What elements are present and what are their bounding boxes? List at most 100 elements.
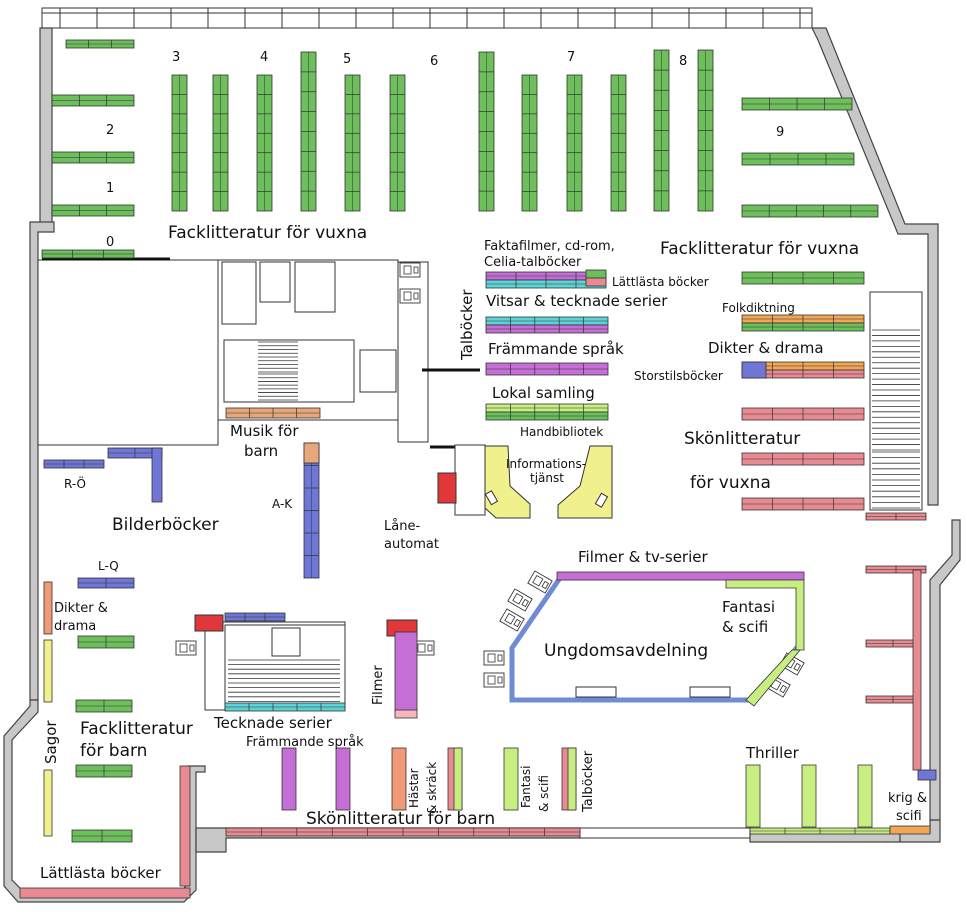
label-tecknade: Tecknade serier (213, 714, 333, 732)
shelf (741, 97, 853, 111)
shelf (745, 764, 761, 828)
label-musik-1: Musik för (230, 422, 299, 440)
computer-icon (175, 640, 197, 656)
shelf (741, 497, 865, 511)
shelf (77, 635, 135, 649)
shelf (741, 314, 865, 324)
shelf (19, 887, 191, 899)
shelf (485, 362, 609, 376)
label-lokal-samling: Lokal samling (492, 384, 595, 402)
shelf (865, 695, 921, 704)
label-fantasi-2: & scifi (722, 618, 768, 636)
shelf (300, 51, 317, 212)
label-info-2: tjänst (530, 471, 564, 485)
label-filmer-tv: Filmer & tv-serier (578, 548, 708, 566)
shelf-number-1: 1 (106, 181, 114, 196)
shelf (741, 361, 767, 379)
label-handbibliotek: Handbibliotek (520, 425, 603, 439)
shelf (43, 639, 53, 703)
shelf (335, 747, 351, 811)
label-frammande-vuxna: Främmande språk (488, 340, 624, 358)
shelf (394, 631, 418, 713)
shelf-number-3: 3 (172, 50, 180, 65)
shelf (749, 827, 891, 835)
shelf-numbers: 0 1 2 3 4 5 6 7 8 9 (106, 50, 784, 250)
label-fantasi-1: Fantasi (722, 598, 775, 616)
shelf (389, 74, 406, 212)
label-skon-vuxna-2: för vuxna (690, 473, 771, 493)
computer-icon (483, 672, 505, 688)
shelf (65, 39, 135, 49)
shelf-number-2: 2 (106, 123, 114, 138)
shelf (43, 581, 53, 635)
shelf (453, 747, 463, 811)
shelf (741, 452, 865, 466)
shelf (697, 49, 714, 212)
label-sagor: Sagor (42, 720, 60, 764)
shelf (224, 702, 346, 712)
label-fack-barn-2: för barn (80, 741, 147, 761)
computer-icon (507, 588, 533, 612)
label-skon-vuxna-1: Skönlitteratur (684, 429, 800, 449)
label-lattlasta-top: Lättlästa böcker (612, 275, 709, 289)
label-lane-1: Låne- (384, 519, 420, 534)
label-a-k: A-K (272, 497, 293, 511)
label-l-q: L-Q (98, 559, 119, 573)
label-dikter-drama: Dikter & drama (708, 339, 824, 357)
shelf (212, 74, 229, 212)
shelf (75, 764, 133, 778)
shelf (566, 74, 583, 212)
shelf (889, 825, 931, 835)
shelf (741, 407, 865, 421)
shelf (225, 827, 581, 837)
shelf (51, 151, 135, 164)
shelves (19, 39, 937, 899)
shelf (567, 747, 577, 811)
label-talbocker-barn: Talböcker (581, 750, 596, 813)
computer-icon (483, 650, 505, 666)
shelf (485, 411, 609, 421)
label-info-1: Informations- (506, 457, 586, 471)
label-fantasi-barn-2: & scifi (537, 775, 551, 812)
label-musik-2: barn (244, 442, 278, 460)
shelf (281, 747, 297, 811)
shelf (51, 94, 135, 107)
label-fack-vuxna-right: Facklitteratur för vuxna (660, 239, 859, 259)
shelf-number-0: 0 (106, 235, 114, 250)
label-fantasi-barn-1: Fantasi (519, 766, 533, 808)
shelf (394, 709, 418, 719)
shelf (741, 271, 865, 285)
label-vitsar: Vitsar & tecknade serier (486, 292, 668, 310)
shelf (77, 577, 135, 589)
shelf-number-6: 6 (430, 54, 438, 69)
shelf (171, 74, 188, 212)
shelf-number-9: 9 (776, 125, 784, 140)
shelf (865, 639, 921, 648)
label-hastar-1: Hästar (407, 768, 421, 808)
shelf (485, 324, 609, 334)
label-fack-barn-1: Facklitteratur (80, 719, 193, 739)
label-frammande-barn: Främmande språk (246, 735, 364, 750)
label-dikter-barn-2: drama (54, 619, 96, 634)
outer-walls (3, 7, 961, 903)
label-talbocker-vertical: Talböcker (458, 289, 476, 361)
shelf (485, 403, 609, 413)
label-bilderbocker: Bilderböcker (112, 515, 219, 535)
label-filmer-vertical: Filmer (371, 665, 386, 705)
shelf (75, 699, 133, 713)
shelf (256, 74, 273, 212)
label-skon-barn: Skönlitteratur för barn (306, 809, 495, 829)
shelf-number-5: 5 (343, 52, 351, 67)
label-krig-1: krig & (888, 791, 927, 806)
computer-icon (399, 288, 421, 304)
shelf (521, 74, 538, 212)
label-storstil: Storstilsböcker (634, 369, 723, 383)
label-lattlasta-bottom: Lättlästa böcker (40, 864, 162, 882)
computer-icon (527, 570, 553, 594)
shelf (43, 769, 53, 837)
label-hastar-2: & skräck (425, 762, 439, 814)
label-ungdom: Ungdomsavdelning (544, 641, 708, 661)
shelf (41, 249, 135, 259)
shelf (43, 459, 105, 469)
